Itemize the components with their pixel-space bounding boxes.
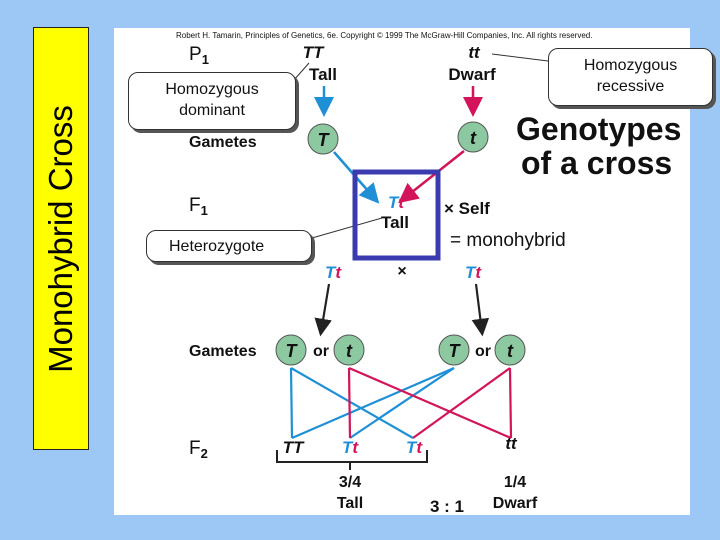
cross-left: Tt — [325, 263, 342, 282]
tall-fraction: 3/4 — [339, 474, 361, 491]
ratio-value: 3 : 1 — [430, 497, 464, 515]
f2-genotype-TT: TT — [283, 438, 305, 457]
copyright-text: Robert H. Tamarin, Principles of Genetic… — [176, 31, 592, 40]
cross-symbol: × — [397, 263, 406, 280]
gamete-f1-c: T — [449, 341, 462, 361]
f2-genotype-Tt-a: Tt — [342, 438, 359, 457]
f1-highlight-box — [352, 169, 441, 261]
gamete-circle-f1-a — [275, 334, 307, 366]
gamete-p1-right: t — [470, 128, 477, 148]
gamete-circle-p1-right — [457, 121, 489, 153]
cross-diagram: Robert H. Tamarin, Principles of Genetic… — [176, 31, 681, 515]
dwarf-ratio-label: Dwarf — [493, 495, 538, 512]
parent-right-phenotype: Dwarf — [448, 65, 496, 84]
callout-heterozygote: Heterozygote — [146, 230, 312, 262]
side-title: Monohybrid Cross — [42, 104, 79, 373]
or-right: or — [475, 343, 491, 360]
p1-label: P1 — [189, 44, 209, 67]
gamete-circle-f1-d — [494, 334, 526, 366]
dwarf-fraction: 1/4 — [504, 474, 526, 491]
self-label: × Self — [444, 199, 490, 218]
or-left: or — [313, 343, 329, 360]
monohybrid-label: = monohybrid — [450, 230, 566, 251]
side-title-banner: Monohybrid Cross — [33, 27, 89, 450]
line-T-Tt-right — [290, 367, 414, 439]
parent-left-phenotype: Tall — [309, 65, 337, 84]
callout-homozygous-dominant: Homozygous dominant — [128, 72, 296, 130]
gamete-f1-a: T — [286, 341, 299, 361]
gamete-circle-f1-c — [438, 334, 470, 366]
pointer-heterozygote — [311, 217, 383, 239]
arrow-cross-left — [314, 283, 332, 337]
line-T-TT-left — [289, 367, 294, 439]
gamete-f1-d: t — [507, 341, 514, 361]
gamete-p1-left: T — [318, 130, 331, 150]
parent-left-genotype: TT — [303, 43, 325, 62]
f1-gametes-label: Gametes — [189, 343, 257, 360]
f2-genotype-Tt-b: Tt — [406, 438, 423, 457]
gamete-circle-p1-left — [307, 123, 339, 155]
callout-homozygous-recessive-line2: recessive — [596, 78, 665, 95]
parent-right-genotype: tt — [468, 43, 481, 62]
callout-homozygous-dominant-line1: Homozygous — [165, 81, 259, 98]
callout-homozygous-recessive: Homozygous recessive — [548, 48, 713, 106]
tall-ratio-label: Tall — [337, 495, 363, 512]
f1-phenotype: Tall — [381, 213, 409, 232]
headline-line1: Genotypes — [516, 111, 681, 147]
f1-label: F1 — [189, 195, 208, 218]
callout-homozygous-recessive-line1: Homozygous — [583, 57, 678, 74]
f2-genotype-tt: tt — [505, 434, 518, 453]
f1-genotype: Tt — [388, 193, 405, 212]
pointer-homozygous-dominant — [293, 62, 310, 81]
pointer-homozygous-recessive — [491, 53, 549, 62]
gamete-circle-f1-b — [333, 334, 365, 366]
line-T-Tt-left — [349, 367, 455, 439]
line-t-Tt-left — [347, 367, 352, 439]
arrow-gamete-recessive — [398, 150, 465, 204]
line-t-Tt-right — [412, 367, 511, 439]
line-t-tt-left — [348, 366, 512, 440]
line-T-TT-right — [291, 366, 455, 440]
headline-line2: of a cross — [521, 145, 672, 181]
gamete-f1-b: t — [346, 341, 353, 361]
line-t-tt-right — [508, 367, 513, 439]
tall-bracket — [276, 450, 428, 463]
callout-homozygous-dominant-line2: dominant — [179, 102, 245, 119]
arrow-cross-right — [471, 283, 490, 337]
cross-right: Tt — [465, 263, 482, 282]
p1-gametes-label: Gametes — [189, 134, 257, 151]
f2-label: F2 — [189, 438, 208, 461]
